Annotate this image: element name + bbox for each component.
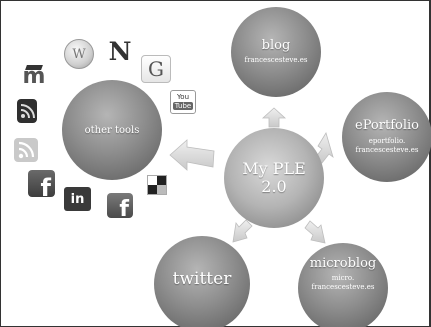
facebook-icon-left-glyph: f — [40, 174, 51, 197]
twitter-node-title: twitter — [172, 269, 232, 289]
rss-icon-light-glyph — [18, 141, 35, 159]
youtube-icon: You Tube — [170, 90, 196, 114]
netvibes-icon: N — [107, 38, 133, 64]
eportfolio-node-subtitle-2: francescesteve.es — [355, 145, 419, 154]
delicious-icon — [147, 175, 167, 195]
other-tools-node-title: other tools — [84, 124, 140, 136]
microblog-node: microblog micro. francescesteve.es — [298, 243, 388, 327]
center-node: My PLE 2.0 — [224, 128, 324, 228]
microblog-node-circle — [298, 243, 388, 327]
eportfolio-node-subtitle: eportfolio. francescesteve.es — [356, 137, 419, 155]
delicious-icon-q3 — [148, 185, 157, 194]
delicious-icon-q4 — [157, 185, 166, 194]
eportfolio-node-subtitle-1: eportfolio. — [368, 136, 406, 145]
blog-node-title: blog — [261, 37, 291, 53]
rss-icon-light — [14, 138, 38, 162]
facebook-icon-right-glyph: f — [119, 197, 129, 219]
delicious-icon-q1 — [148, 176, 157, 185]
google-icon: G — [141, 55, 171, 83]
blog-node: blog francescesteve.es — [231, 7, 321, 97]
microblog-node-title: microblog — [309, 256, 377, 271]
twitter-node: twitter — [154, 236, 250, 326]
twitter-node-circle — [154, 236, 250, 327]
moodle-icon-glyph: m — [22, 64, 46, 89]
arrow-to-blog — [261, 107, 287, 128]
center-node-title-2: 2.0 — [261, 177, 287, 196]
eportfolio-node-circle — [342, 92, 431, 182]
microblog-node-subtitle-1: micro. — [331, 274, 355, 283]
microblog-node-subtitle-2: francescesteve.es — [311, 283, 375, 292]
wikipedia-icon: W — [64, 39, 94, 69]
arrow-to-other-tools — [169, 139, 215, 171]
blog-node-circle — [231, 7, 321, 97]
microblog-node-subtitle: micro. francescesteve.es — [312, 274, 375, 292]
other-tools-node: other tools — [62, 80, 162, 180]
other-tools-node-circle — [62, 80, 162, 180]
netvibes-icon-glyph: N — [108, 36, 132, 66]
youtube-icon-text-2: Tube — [172, 101, 194, 111]
google-icon-glyph: G — [148, 57, 164, 81]
moodle-icon: m — [20, 64, 48, 89]
center-node-title-1: My PLE — [242, 159, 306, 179]
youtube-icon-text-1: You — [176, 92, 190, 101]
arrow-to-twitter — [232, 219, 253, 243]
eportfolio-node-title: ePortfolio — [355, 118, 419, 134]
facebook-icon-left: f — [28, 170, 55, 197]
rss-icon-dark — [17, 99, 37, 123]
facebook-icon-right: f — [107, 193, 133, 218]
linkedin-icon: in — [64, 187, 91, 211]
delicious-icon-q2 — [157, 176, 166, 185]
eportfolio-node: ePortfolio eportfolio. francescesteve.es — [342, 92, 431, 182]
moodle-hat-icon — [25, 65, 43, 70]
linkedin-icon-glyph: in — [70, 191, 85, 207]
wikipedia-icon-glyph: W — [72, 46, 86, 62]
center-node-circle — [224, 128, 324, 228]
rss-icon-dark-glyph — [20, 104, 35, 119]
arrow-to-microblog — [304, 220, 326, 244]
blog-node-subtitle: francescesteve.es — [244, 56, 308, 65]
